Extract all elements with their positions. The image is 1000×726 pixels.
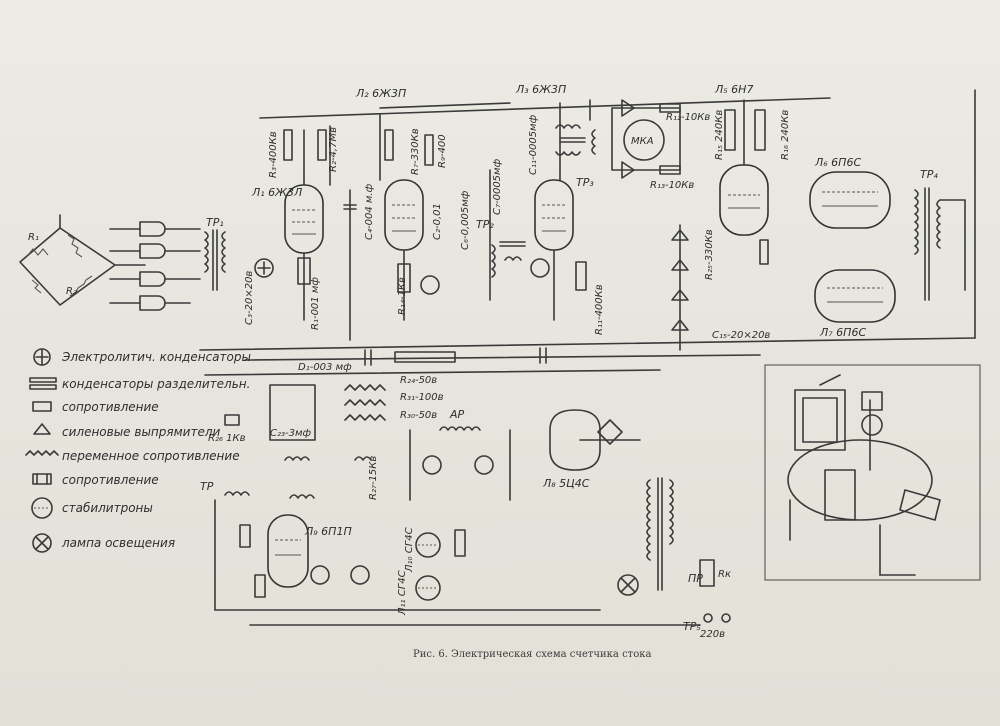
label-220v: 220в — [700, 629, 725, 640]
transformer-tr2 — [491, 241, 526, 278]
sensor-bridge — [19, 214, 146, 306]
label-pr: ПР — [688, 572, 703, 585]
legend-text-6: сопротивление — [62, 473, 159, 487]
label-tr3: ТР₃ — [576, 176, 594, 189]
legend-icons — [25, 348, 59, 553]
legend-text-4: силеновые выпрямители — [62, 425, 221, 439]
variable-resistor-icon — [25, 450, 59, 456]
tube-l7 — [814, 269, 896, 323]
label-c-r1: R₁-001 мф — [310, 277, 321, 330]
legend-text-5: переменное сопротивление — [62, 449, 240, 463]
rectifier-column — [671, 224, 689, 351]
legend-text-8: лампа освещения — [61, 536, 175, 550]
resistor-alt-icon — [32, 473, 52, 485]
label-r11: R₁₁-400Кв — [594, 284, 605, 335]
label-mka: МКА — [631, 136, 654, 147]
tube-l5 — [719, 99, 769, 265]
label-tr5: ТР₅ — [683, 620, 701, 633]
label-l11: Л₁₁ СГ4С — [397, 570, 408, 616]
middle-buses — [199, 89, 976, 376]
label-c4: С₄-004 м.ф — [364, 183, 375, 240]
transformer-tr4 — [914, 187, 966, 301]
label-r13: R₁₃-10Кв — [650, 180, 694, 191]
transformer-tr1 — [204, 229, 226, 291]
label-l1: Л₁ 6Ж3Л — [251, 186, 302, 199]
label-c15: С₁₅-20×20в — [712, 330, 770, 341]
label-ar: АР — [449, 408, 465, 421]
label-c7: С₇-0005мф — [492, 158, 503, 215]
legend-text-3: сопротивление — [62, 400, 159, 414]
stabilitron-icon — [31, 497, 53, 519]
label-r30: R₃₀-50в — [400, 410, 437, 421]
transformer-tr5 — [617, 477, 731, 623]
label-c3: С₃-20×20в — [244, 271, 255, 325]
electrolytic-capacitor-icon — [33, 348, 51, 366]
lamp-icon — [32, 533, 52, 553]
label-tr2: ТР₂ — [476, 218, 494, 231]
label-c23: С₂₃-3мф — [270, 428, 312, 439]
label-c-r2: С₂-0,01 — [432, 203, 443, 240]
label-l3: Л₃ 6Ж3П — [515, 83, 566, 96]
label-l9: Л₉ 6П1П — [304, 525, 352, 538]
label-r9: R₉-400 — [437, 134, 448, 168]
legend-text-1: Электролитич. конденсаторы — [61, 350, 251, 364]
mka-bridge — [611, 99, 681, 179]
label-l7: Л₇ 6П6С — [819, 326, 866, 339]
label-l10: Л₁₀ СГ4С — [404, 527, 415, 573]
label-r31: R₃₁-100в — [400, 392, 444, 403]
legend-text-2: конденсаторы разделительн. — [62, 377, 250, 391]
label-r26: R₂₆ 1Кв — [208, 433, 246, 444]
label-l2: Л₂ 6Ж3П — [355, 87, 406, 100]
figure-caption: Рис. 6. Электрическая схема счетчика сто… — [413, 649, 651, 660]
tube-l3 — [489, 169, 587, 321]
label-tr4: ТР₄ — [920, 168, 938, 181]
resistor-icon — [32, 401, 52, 412]
tube-l1 — [254, 129, 327, 321]
label-d1: D₁-003 мф — [298, 362, 352, 373]
label-r7: R₇-330Кв — [410, 128, 421, 175]
label-rk: Rк — [718, 569, 731, 580]
label-c6: С₆-0,005мф — [460, 190, 471, 250]
label-tr1: ТР₁ — [206, 216, 224, 229]
label-l5: Л₅ 6Н7 — [714, 83, 753, 96]
legend-text-7: стабилитроны — [62, 501, 153, 515]
coupling-capacitor-icon — [29, 377, 57, 390]
label-r12: R₁₂-10Кв — [666, 112, 710, 123]
label-r24: R₂₄-50в — [400, 375, 437, 386]
counter-mechanism-drawing — [764, 364, 981, 581]
rectifier-icon — [33, 423, 51, 435]
label-r27: R₂₇-15Кв — [368, 456, 379, 500]
label-r2a: R₂ — [66, 286, 77, 297]
transformer-tr3 — [555, 124, 596, 156]
label-r1: R₁ — [28, 232, 39, 243]
tube-l6 — [809, 171, 891, 229]
label-r3: R₃-400Кв — [268, 131, 279, 178]
label-tr: ТР — [200, 480, 214, 493]
label-r25: R₂₅-330Кв — [704, 229, 715, 280]
label-r16: R₁₆ 240Кв — [780, 110, 791, 160]
stabilitrons — [415, 529, 466, 601]
label-c11: С₁₁-0005мф — [528, 114, 539, 175]
tube-l9 — [214, 491, 701, 626]
tube-l2 — [343, 129, 440, 341]
label-l8: Л₈ 5Ц4С — [542, 477, 590, 490]
label-l6: Л₆ 6П6С — [814, 156, 861, 169]
input-connectors — [109, 221, 201, 311]
power-supply — [409, 409, 641, 501]
variable-resistors — [224, 384, 386, 461]
label-r15: R₁₅ 240Кв — [714, 110, 725, 160]
label-r14: R₁₄-1Кв — [397, 277, 408, 315]
label-r2: R₂-4,7Мв — [328, 127, 339, 172]
